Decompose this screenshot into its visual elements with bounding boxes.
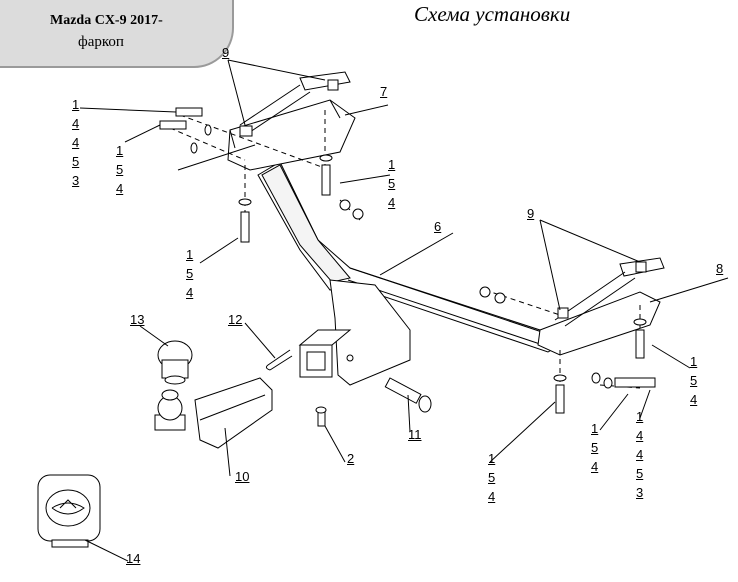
callout-stack-right: 1 5 4 <box>690 355 697 407</box>
stack-item: 4 <box>72 116 80 131</box>
left-bracket <box>227 71 356 171</box>
small-bolt <box>315 406 327 427</box>
stack-item: 5 <box>690 373 698 388</box>
receiver-plate <box>298 279 411 386</box>
callout-stack-left2: 1 5 4 <box>116 144 123 196</box>
spring-clip <box>265 349 293 371</box>
callout-14: 14 <box>126 551 141 566</box>
callout-stack-bottom-right-a: 1 4 4 5 3 <box>636 410 643 500</box>
stack-item: 5 <box>116 162 124 177</box>
right-bracket <box>537 257 665 356</box>
stack-item: 5 <box>591 440 599 455</box>
stack-item: 4 <box>636 428 644 443</box>
stack-item: 4 <box>690 392 698 407</box>
stack-item: 4 <box>116 181 124 196</box>
vertical-bolts <box>238 154 647 414</box>
callout-9-left: 9 <box>222 45 230 60</box>
stack-item: 3 <box>72 173 80 188</box>
bracket-nuts <box>239 79 647 319</box>
stack-item: 1 <box>72 97 80 112</box>
stack-item: 1 <box>186 247 194 262</box>
stack-item: 4 <box>186 285 194 300</box>
callout-stack-bottom-right-b: 1 5 4 <box>591 422 598 474</box>
nuts-washers <box>339 199 656 389</box>
hitch-pin <box>384 377 432 413</box>
tow-ball <box>157 340 193 385</box>
callout-2: 2 <box>347 451 355 466</box>
stack-item: 5 <box>388 176 396 191</box>
callout-13: 13 <box>130 312 145 327</box>
callout-stack-left: 1 4 4 5 3 <box>72 98 79 188</box>
stack-item: 4 <box>488 489 496 504</box>
stack-item: 5 <box>72 154 80 169</box>
header-tab <box>0 0 234 68</box>
stack-item: 1 <box>388 157 396 172</box>
stack-item: 4 <box>591 459 599 474</box>
callout-11: 11 <box>408 427 422 442</box>
stack-item: 4 <box>636 447 644 462</box>
main-crossbar <box>257 161 561 353</box>
callout-stack-bottom-mid: 1 5 4 <box>488 452 495 504</box>
diagram-title: Схема установки <box>414 2 571 26</box>
stack-item: 5 <box>488 470 496 485</box>
stack-item: 1 <box>488 451 496 466</box>
stack-item: 1 <box>116 143 124 158</box>
stack-item: 4 <box>72 135 80 150</box>
stack-item: 3 <box>636 485 644 500</box>
callout-12: 12 <box>228 312 243 327</box>
callout-9-right: 9 <box>527 206 535 221</box>
stack-item: 4 <box>388 195 396 210</box>
callout-10: 10 <box>235 469 250 484</box>
ball-mount <box>154 377 273 449</box>
stack-item: 5 <box>186 266 194 281</box>
vehicle-model: Mazda CX-9 2017- <box>50 13 163 28</box>
stack-item: 1 <box>636 409 644 424</box>
product-name: фаркоп <box>78 34 124 50</box>
callout-stack-upper-mid: 1 5 4 <box>388 158 395 210</box>
stack-item: 5 <box>636 466 644 481</box>
callout-6: 6 <box>434 219 442 234</box>
callout-8: 8 <box>716 261 724 276</box>
leader-lines <box>79 59 729 562</box>
mazda-emblem <box>37 474 101 548</box>
callout-stack-lower-left: 1 5 4 <box>186 248 193 300</box>
bolt-set-left <box>159 107 256 171</box>
stack-item: 1 <box>690 354 698 369</box>
stack-item: 1 <box>591 421 599 436</box>
callout-7: 7 <box>380 84 388 99</box>
